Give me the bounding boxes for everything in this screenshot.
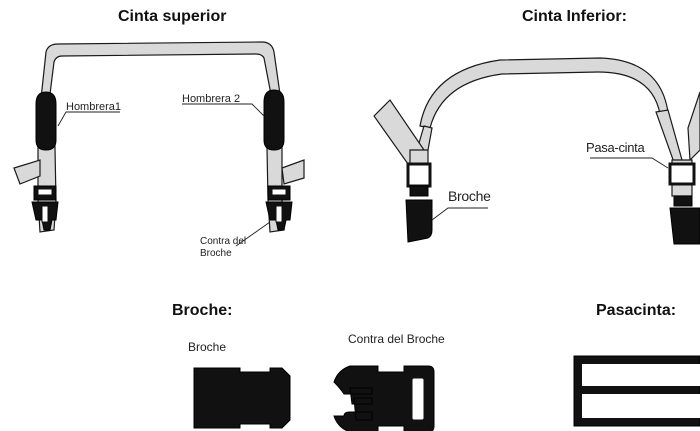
male-buckle-icon <box>333 365 435 431</box>
slider-frame <box>668 162 696 186</box>
female-buckle-label: Broche <box>188 340 227 354</box>
right-buckle-icon <box>265 185 293 231</box>
counter-buckle-label-line2: Broche <box>200 248 232 259</box>
left-buckle-icon <box>31 185 59 231</box>
slider-section-title: Pasacinta: <box>596 302 677 319</box>
bottom-buckle-label: Broche <box>448 188 491 204</box>
left-shoulder-pad <box>35 91 57 151</box>
right-shoulder-pad <box>263 89 285 151</box>
bottom-strap-diagram <box>373 57 700 245</box>
buckle-section-title: Broche: <box>172 302 233 319</box>
female-buckle-icon <box>193 367 291 429</box>
buckle-detail <box>193 365 435 431</box>
bottom-left-buckle-icon <box>405 185 433 243</box>
bottom-strap-title: Cinta Inferior: <box>522 8 627 25</box>
right-pad-label: Hombrera 2 <box>182 93 241 105</box>
bottom-right-buckle-icon <box>669 195 700 245</box>
top-strap-title: Cinta superior <box>118 8 227 25</box>
slider-label: Pasa-cinta <box>586 140 645 155</box>
left-pad-label: Hombrera1 <box>66 101 122 113</box>
top-strap-diagram <box>13 41 305 247</box>
male-buckle-label: Contra del Broche <box>348 332 445 346</box>
counter-buckle-label-line1: Contra del <box>200 236 247 247</box>
slider-detail-icon <box>573 355 700 427</box>
